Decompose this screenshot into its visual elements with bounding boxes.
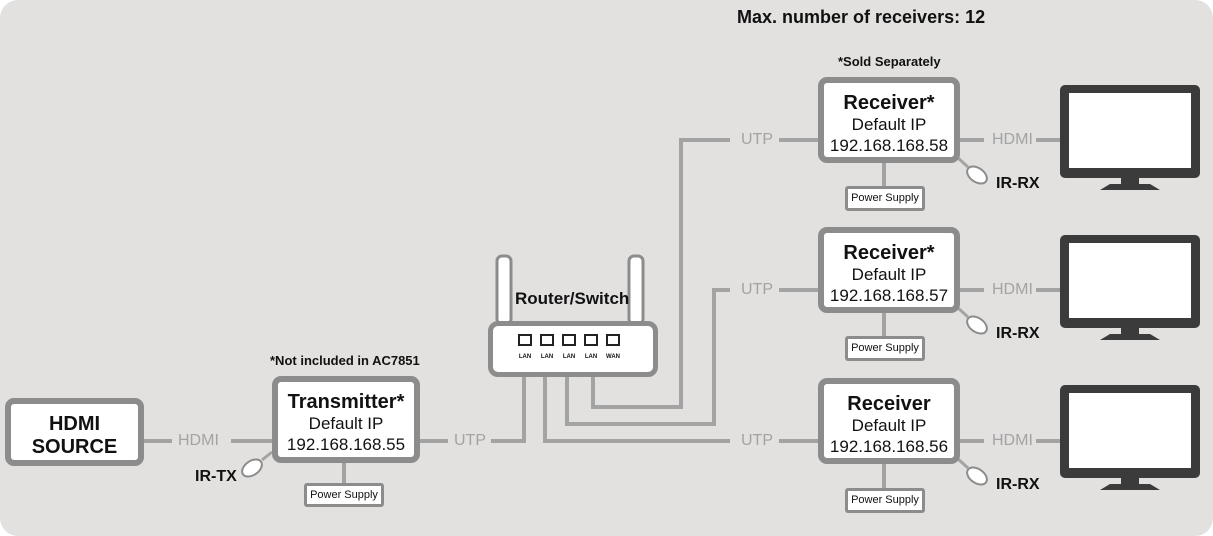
router-box bbox=[488, 321, 658, 377]
max-receivers-heading: Max. number of receivers: 12 bbox=[737, 7, 986, 27]
utp-line-receiver-3 bbox=[543, 376, 818, 443]
monitor-1-icon bbox=[1060, 85, 1200, 190]
hdmi-label-source: HDMI bbox=[178, 432, 219, 449]
router-port-label: WAN bbox=[606, 354, 620, 360]
router-antenna-right-icon bbox=[627, 254, 645, 326]
router-title: Router/Switch bbox=[515, 289, 630, 308]
router-port-lan-3 bbox=[562, 334, 576, 346]
transmitter-title: Transmitter* bbox=[287, 391, 405, 413]
utp-label-transmitter: UTP bbox=[454, 432, 486, 449]
transmitter-power-supply: Power Supply bbox=[304, 483, 384, 507]
ir-sensor-receiver-1-icon bbox=[966, 165, 988, 185]
router-antenna-left-icon bbox=[495, 254, 513, 326]
receiver-3-title: Receiver bbox=[847, 393, 931, 415]
ir-sensor-receiver-3-icon bbox=[966, 466, 988, 486]
receiver-3-ir-label: IR-RX bbox=[996, 476, 1040, 493]
receiver-2-ir-label: IR-RX bbox=[996, 325, 1040, 342]
router-port-wan bbox=[606, 334, 620, 346]
hdmi-label-receiver-2: HDMI bbox=[992, 281, 1033, 298]
utp-line-receiver-1 bbox=[591, 138, 818, 409]
router-port-lan-1 bbox=[518, 334, 532, 346]
ir-sensor-receiver-2-icon bbox=[966, 315, 988, 335]
utp-label-receiver-1: UTP bbox=[741, 131, 773, 148]
receiver-1-ir-label: IR-RX bbox=[996, 175, 1040, 192]
receiver-3-power-supply: Power Supply bbox=[845, 488, 925, 513]
router-port-label: LAN bbox=[562, 354, 576, 360]
router-port-label: LAN bbox=[584, 354, 598, 360]
utp-label-receiver-3: UTP bbox=[741, 432, 773, 449]
utp-line-receiver-2 bbox=[565, 288, 818, 426]
transmitter-ip: 192.168.168.55 bbox=[286, 435, 406, 454]
sold-separately-note: *Sold Separately bbox=[838, 54, 941, 69]
receiver-2-ip-label: Default IP bbox=[851, 265, 927, 284]
receiver-1-ip: 192.168.168.58 bbox=[829, 136, 949, 155]
receiver-2-title: Receiver* bbox=[843, 242, 935, 264]
hdmi-source-line1: HDMI bbox=[48, 413, 101, 435]
router-port-lan-2 bbox=[540, 334, 554, 346]
hdmi-label-receiver-3: HDMI bbox=[992, 432, 1033, 449]
receiver-2-box: Receiver* Default IP 192.168.168.57 bbox=[818, 227, 960, 313]
receiver-1-title: Receiver* bbox=[843, 92, 935, 114]
hdmi-source-box: HDMI SOURCE bbox=[5, 398, 144, 466]
router-port-label: LAN bbox=[540, 354, 554, 360]
receiver-3-ip: 192.168.168.56 bbox=[829, 437, 949, 456]
transmitter-ip-label: Default IP bbox=[308, 414, 384, 433]
ir-cable-receiver-3 bbox=[956, 457, 970, 470]
monitor-2-icon bbox=[1060, 235, 1200, 340]
utp-label-receiver-2: UTP bbox=[741, 281, 773, 298]
receiver-3-box: Receiver Default IP 192.168.168.56 bbox=[818, 378, 960, 464]
ir-sensor-transmitter-icon bbox=[241, 458, 263, 478]
hdmi-source-line2: SOURCE bbox=[31, 436, 118, 458]
utp-line-transmitter bbox=[419, 376, 526, 443]
receiver-2-ip: 192.168.168.57 bbox=[829, 286, 949, 305]
receiver-3-ip-label: Default IP bbox=[851, 416, 927, 435]
hdmi-label-receiver-1: HDMI bbox=[992, 131, 1033, 148]
not-included-note: *Not included in AC7851 bbox=[270, 353, 420, 368]
ir-cable-receiver-2 bbox=[956, 306, 970, 319]
receiver-1-power-supply: Power Supply bbox=[845, 186, 925, 211]
receiver-1-box: Receiver* Default IP 192.168.168.58 bbox=[818, 77, 960, 163]
receiver-2-power-supply: Power Supply bbox=[845, 336, 925, 361]
transmitter-box: Transmitter* Default IP 192.168.168.55 bbox=[272, 376, 420, 463]
ir-cable-transmitter bbox=[261, 450, 273, 462]
router-port-label: LAN bbox=[518, 354, 532, 360]
monitor-3-icon bbox=[1060, 385, 1200, 490]
router-port-lan-4 bbox=[584, 334, 598, 346]
receiver-1-ip-label: Default IP bbox=[851, 115, 927, 134]
ir-tx-label: IR-TX bbox=[195, 468, 237, 485]
ir-cable-receiver-1 bbox=[956, 156, 970, 169]
